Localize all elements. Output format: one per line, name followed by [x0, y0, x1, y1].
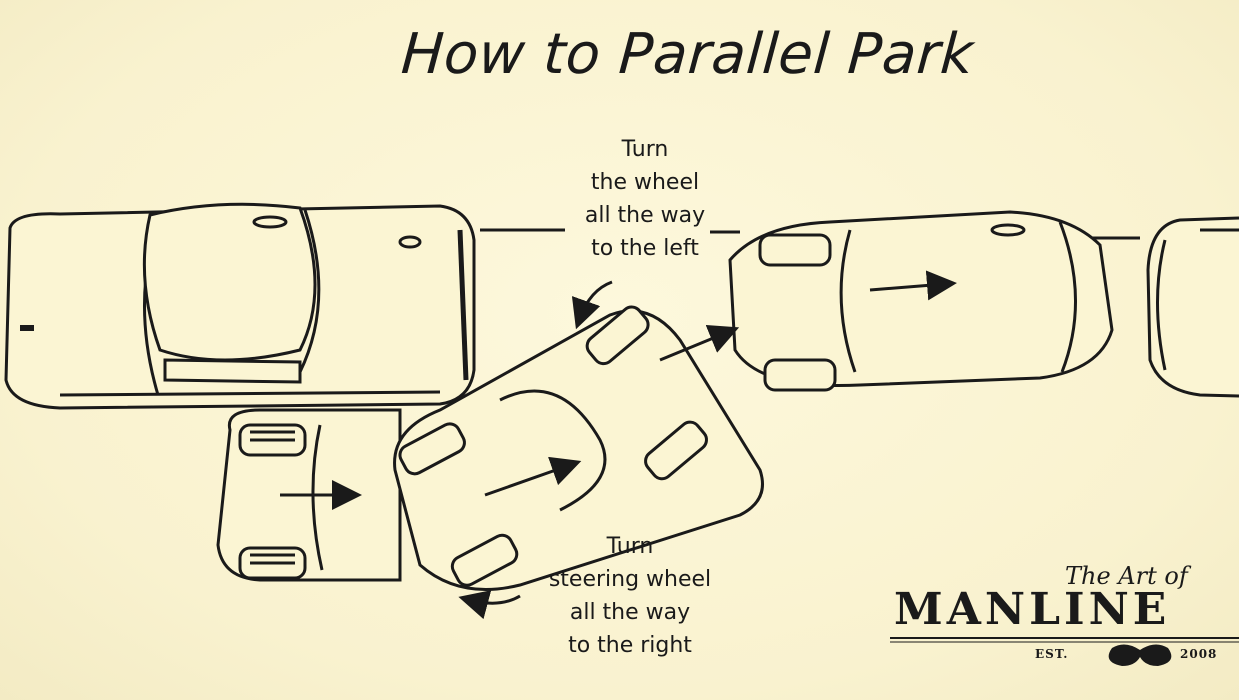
- annotation-line: to the right: [568, 633, 692, 658]
- parked-car-rear: [1146, 216, 1239, 398]
- annotation-turn-right: Turn steering wheel all the way to the r…: [530, 530, 730, 662]
- annotation-line: steering wheel: [548, 567, 712, 592]
- annotation-line: Turn: [606, 534, 654, 559]
- logo-word: MANLINE: [894, 584, 1171, 635]
- mustache-icon: [1108, 644, 1172, 666]
- logo-rules: [890, 637, 1239, 666]
- logo-year: 2008: [1180, 647, 1218, 661]
- curb-lines: [480, 228, 1140, 240]
- logo-script: The Art of: [1065, 562, 1188, 590]
- brand-logo: The Art of MANLINE EST. 2008: [890, 562, 1239, 672]
- moving-car-final: [659, 210, 1114, 392]
- annotation-turn-left: Turn the wheel all the way to the left: [560, 133, 730, 265]
- annotation-line: all the way: [569, 600, 691, 625]
- logo-est: EST.: [1035, 647, 1069, 661]
- moving-car-start: [216, 408, 402, 582]
- annotation-line: all the way: [584, 203, 706, 228]
- annotation-line: Turn: [621, 137, 669, 162]
- annotation-line: to the left: [591, 236, 699, 261]
- parked-car-front: [4, 202, 476, 410]
- annotation-line: the wheel: [590, 170, 700, 195]
- moving-car-turning: [393, 305, 764, 591]
- curved-arrow-icon: [458, 280, 613, 620]
